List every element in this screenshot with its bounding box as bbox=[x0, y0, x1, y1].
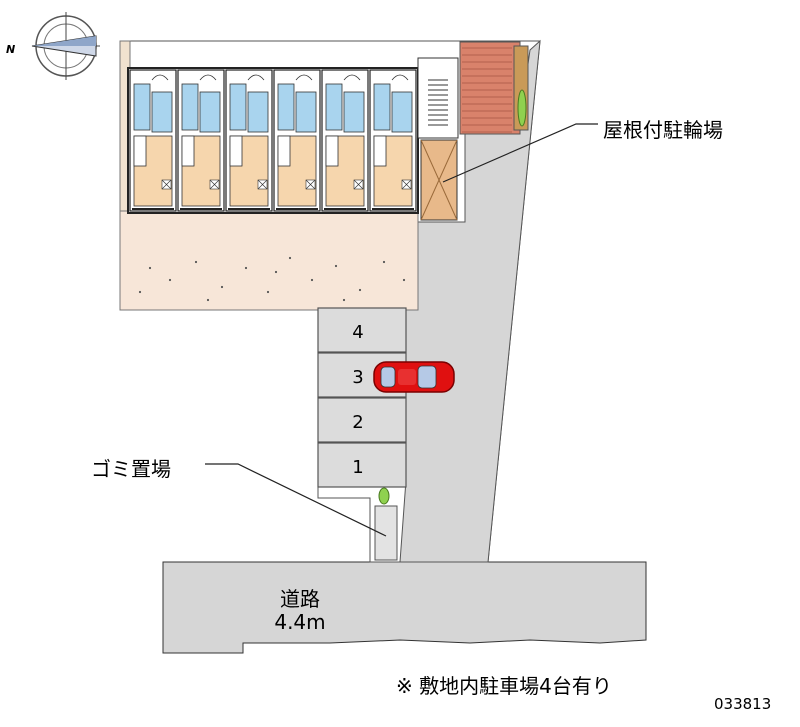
car-icon bbox=[373, 361, 455, 393]
shrub-icon bbox=[378, 487, 390, 505]
stair-core bbox=[417, 57, 459, 139]
driveway bbox=[399, 39, 541, 563]
road-name-label: 道路 bbox=[280, 587, 320, 611]
apartment-unit bbox=[177, 69, 225, 212]
north-label: N bbox=[6, 43, 16, 56]
apartment-unit bbox=[369, 69, 417, 212]
parking-space: 3 bbox=[317, 352, 407, 398]
parking-space-number: 4 bbox=[352, 322, 363, 343]
road-width-label: 4.4m bbox=[274, 610, 326, 634]
yard bbox=[119, 209, 419, 311]
bike-leader-line bbox=[442, 123, 598, 183]
apartment-unit bbox=[321, 69, 369, 212]
apartment-unit bbox=[129, 69, 177, 212]
brick-wall bbox=[459, 41, 521, 135]
bicycle-parking bbox=[420, 139, 458, 221]
shrub-icon bbox=[517, 89, 527, 127]
garbage-label: ゴミ置場 bbox=[91, 457, 171, 481]
parking-space-number: 3 bbox=[352, 367, 363, 388]
road bbox=[162, 561, 647, 654]
parking-space-number: 2 bbox=[352, 412, 363, 433]
parking-space-number: 1 bbox=[352, 457, 363, 478]
trash-leader-line bbox=[205, 463, 387, 537]
bicycle-parking-label: 屋根付駐輪場 bbox=[603, 118, 723, 142]
units-group bbox=[129, 69, 417, 212]
parking-space: 4 bbox=[317, 307, 407, 353]
garbage-area bbox=[374, 487, 398, 561]
parking-note: ※ 敷地内駐車場4台有り bbox=[396, 674, 612, 698]
parking-space: 2 bbox=[317, 397, 407, 443]
parking-space: 1 bbox=[317, 442, 407, 488]
apartment-unit bbox=[225, 69, 273, 212]
parking-area: 4 3 2 1 bbox=[317, 307, 407, 488]
property-code: 033813 bbox=[714, 695, 772, 713]
compass-icon bbox=[31, 12, 100, 80]
apartment-unit bbox=[273, 69, 321, 212]
yard-texture bbox=[138, 256, 406, 302]
